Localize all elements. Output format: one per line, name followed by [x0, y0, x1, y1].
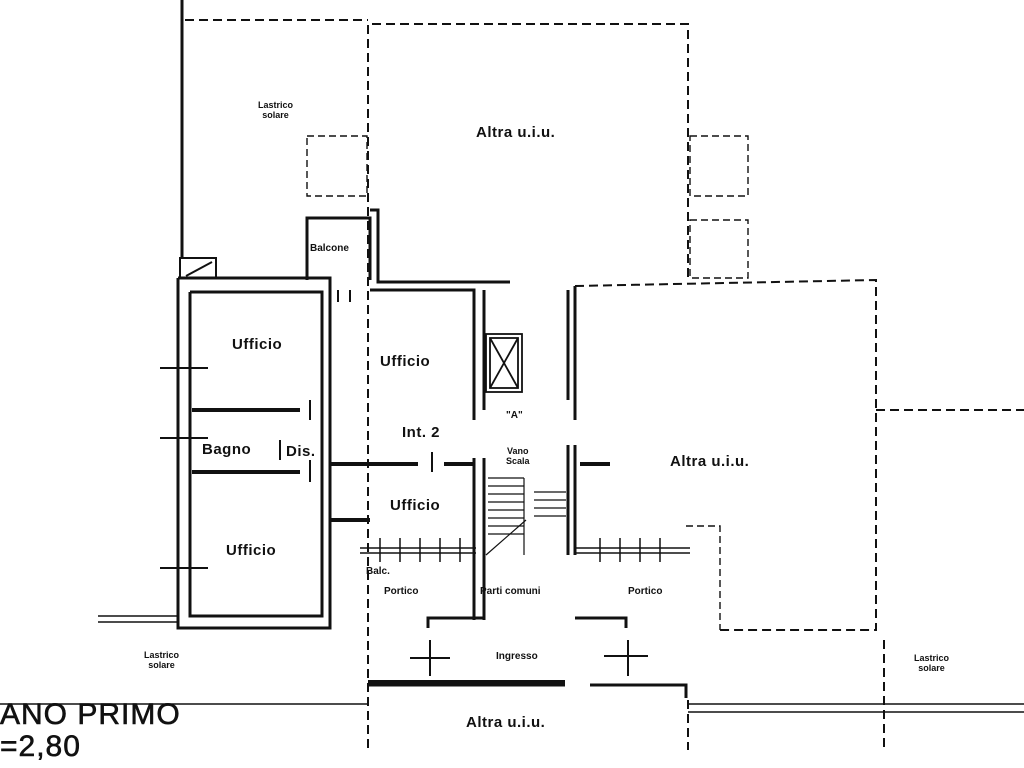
label-ufficio-4: Ufficio	[226, 542, 277, 559]
label-ingresso: Ingresso	[496, 651, 538, 662]
label-vano-scala: Vano Scala	[506, 446, 530, 466]
label-dis: Dis.	[286, 443, 316, 460]
label-lastrico-bottom-left: Lastrico solare	[144, 650, 179, 670]
label-parti-comuni: Parti comuni	[480, 586, 541, 597]
ground-lines	[0, 615, 1024, 713]
label-bagno: Bagno	[202, 441, 252, 458]
lastrico-br-line1: Lastrico	[914, 653, 950, 663]
vano-line2: Scala	[506, 456, 530, 466]
label-ufficio-2: Ufficio	[380, 353, 431, 370]
label-balc: Balc.	[366, 566, 390, 577]
label-marker-a: "A"	[506, 410, 523, 421]
floor-title-line2: =2,80	[0, 730, 81, 764]
lastrico-bl-line1: Lastrico	[144, 650, 180, 660]
lastrico-line2: solare	[262, 110, 289, 120]
exterior-walls	[176, 0, 688, 698]
label-portico-left: Portico	[384, 586, 419, 597]
chimney-icon	[179, 257, 217, 279]
door-swings	[160, 290, 648, 676]
label-int2: Int. 2	[402, 424, 441, 441]
railings	[360, 538, 690, 562]
thin-dashed-boxes	[306, 135, 749, 630]
lastrico-br-line2: solare	[918, 663, 945, 673]
label-lastrico-top-left: Lastrico solare	[258, 100, 293, 120]
label-ufficio-3: Ufficio	[390, 497, 441, 514]
floor-title-line1: ANO PRIMO	[0, 698, 181, 732]
interior-walls	[192, 408, 610, 684]
dashed-boundaries	[185, 19, 1024, 750]
label-balcone: Balcone	[310, 243, 349, 254]
label-lastrico-bottom-right: Lastrico solare	[914, 653, 949, 673]
label-altra-right: Altra u.i.u.	[670, 453, 750, 470]
vano-line1: Vano	[507, 446, 529, 456]
lastrico-bl-line2: solare	[148, 660, 175, 670]
lastrico-line1: Lastrico	[258, 100, 294, 110]
label-altra-top: Altra u.i.u.	[476, 124, 556, 141]
label-altra-bottom: Altra u.i.u.	[466, 714, 546, 731]
elevator-shaft-icon	[485, 333, 523, 393]
stair-steps	[485, 477, 566, 556]
label-ufficio-1: Ufficio	[232, 336, 283, 353]
label-portico-right: Portico	[628, 586, 663, 597]
